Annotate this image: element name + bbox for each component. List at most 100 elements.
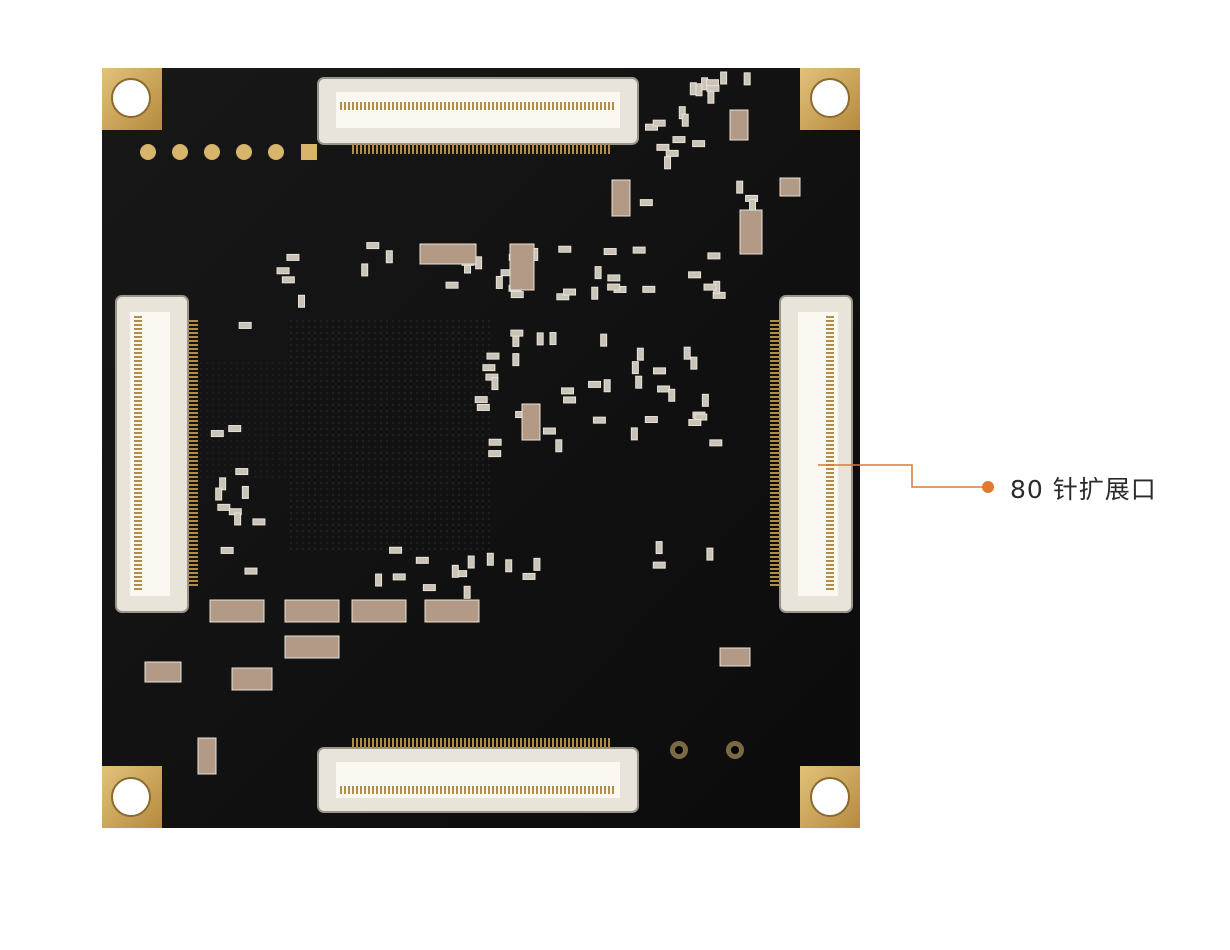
smd-part <box>298 294 306 308</box>
smd-part <box>692 140 706 148</box>
smd-part <box>510 329 524 337</box>
smd-part <box>392 573 406 581</box>
smd-part <box>720 71 728 85</box>
smd-part <box>594 266 602 280</box>
mounting-pad-top-left <box>102 68 162 130</box>
smd-part <box>603 248 617 256</box>
smd-part <box>491 377 499 391</box>
mounting-pad-top-right <box>800 68 860 130</box>
smd-part <box>351 599 407 623</box>
smd-part <box>451 564 459 578</box>
smd-part <box>482 364 496 372</box>
smd-part <box>217 503 231 511</box>
callout-dot <box>982 481 994 493</box>
smd-part <box>664 156 672 170</box>
smd-part <box>385 250 393 264</box>
smd-part <box>688 271 702 279</box>
connector-top <box>317 77 639 154</box>
smd-part <box>642 285 656 293</box>
smd-part <box>522 572 536 580</box>
smd-part <box>644 416 658 424</box>
smd-part <box>656 143 670 151</box>
smd-part <box>228 425 242 433</box>
smd-part <box>652 119 666 127</box>
mounting-pad-bottom-right <box>800 766 860 828</box>
smd-part <box>709 439 723 447</box>
smd-part <box>231 667 273 691</box>
test-holes <box>670 741 744 759</box>
smd-part <box>366 242 380 250</box>
smd-part <box>592 416 606 424</box>
smd-part <box>486 552 494 566</box>
mounting-pad-bottom-left <box>102 766 162 828</box>
smd-part <box>563 288 577 296</box>
smd-part <box>467 555 475 569</box>
smd-part <box>653 367 667 375</box>
smd-part <box>419 243 477 265</box>
smd-part <box>556 293 570 301</box>
smd-part <box>729 109 749 141</box>
smd-part <box>510 291 524 299</box>
smd-part <box>690 356 698 370</box>
smd-part <box>705 79 719 87</box>
callout-label: 80 针扩展口 <box>1010 475 1157 504</box>
smd-part <box>600 333 608 347</box>
smd-part <box>558 245 572 253</box>
smd-part <box>603 379 611 393</box>
smd-part <box>536 332 544 346</box>
smd-part <box>533 557 541 571</box>
smd-part <box>591 286 599 300</box>
smd-part <box>252 518 266 526</box>
smd-part <box>706 84 720 92</box>
smd-part <box>281 276 295 284</box>
smd-part <box>422 584 436 592</box>
header-pads <box>140 144 317 160</box>
smd-part <box>672 136 686 144</box>
smd-part <box>220 546 234 554</box>
smd-part <box>668 388 676 402</box>
smd-part <box>719 647 751 667</box>
smd-part <box>701 393 709 407</box>
smd-part <box>607 283 621 291</box>
smd-part <box>244 567 258 575</box>
smd-part <box>284 599 340 623</box>
smd-part <box>707 90 715 104</box>
smd-part <box>476 403 490 411</box>
smd-part <box>736 180 744 194</box>
smd-part <box>474 396 488 404</box>
smd-part <box>475 256 483 270</box>
smd-part <box>645 123 659 131</box>
smd-part <box>241 485 249 499</box>
smd-part <box>486 352 500 360</box>
smd-part <box>197 737 217 775</box>
callout-line <box>818 464 986 488</box>
connector-left <box>115 295 198 613</box>
smd-part <box>689 82 697 96</box>
smd-part <box>631 361 639 375</box>
smd-part <box>683 346 691 360</box>
smd-part <box>607 274 621 282</box>
smd-part <box>238 321 252 329</box>
smd-part <box>695 83 703 97</box>
smd-part <box>424 599 480 623</box>
connector-right-80pin <box>770 295 853 613</box>
smd-part <box>389 546 403 554</box>
smd-part <box>779 177 801 197</box>
smd-part <box>144 661 182 683</box>
smd-part <box>415 556 429 564</box>
smd-part <box>235 468 249 476</box>
smd-part <box>588 380 602 388</box>
smd-part <box>635 375 643 389</box>
smd-part <box>495 275 503 289</box>
smd-part <box>505 559 513 573</box>
smd-part <box>707 252 721 260</box>
smd-part <box>563 396 577 404</box>
smd-part <box>703 283 717 291</box>
smd-part <box>219 477 227 491</box>
smd-part <box>542 427 556 435</box>
smd-part <box>632 246 646 254</box>
smd-part <box>209 599 265 623</box>
smd-part <box>215 487 223 501</box>
smd-part <box>665 149 679 157</box>
